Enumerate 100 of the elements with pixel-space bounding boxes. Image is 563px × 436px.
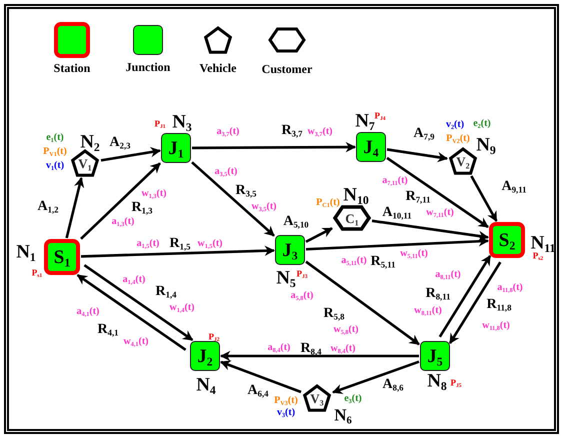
flow-label: w$_{4,1}$(t) <box>124 337 148 347</box>
customer-hexagon <box>333 205 371 231</box>
flow-label: a$_{11,8}$(t) <box>497 283 523 293</box>
node-name: N$_{7}$ <box>355 112 375 130</box>
node-annotation: P$_{C1}$(t) <box>316 198 340 208</box>
arrow <box>76 274 186 351</box>
flow-label: a$_{4,1}$(t) <box>76 307 100 317</box>
edge-label: A$_{10,11}$ <box>382 206 412 220</box>
arrow <box>332 360 420 394</box>
node-name: N$_{10}$ <box>343 186 369 204</box>
node-name: N$_{1}$ <box>16 242 36 262</box>
edge-label: R$_{5,8}$ <box>324 307 344 321</box>
flow-label: w$_{5,11}$(t) <box>400 249 428 259</box>
edge-label: R$_{1,4}$ <box>156 285 176 299</box>
legend-label: Vehicle <box>200 62 236 74</box>
arrow <box>438 254 492 338</box>
flow-label: a$_{7,11}$(t) <box>382 176 408 186</box>
flow-label: a$_{3,7}$(t) <box>216 127 240 137</box>
edge-label: R$_{1,5}$ <box>170 237 190 251</box>
legend-label: Customer <box>262 63 312 75</box>
arrow <box>220 360 302 394</box>
node-label: V$_{1}$ <box>78 156 92 170</box>
flow-label: a$_{3,5}$(t) <box>214 167 238 177</box>
edge-label: A$_{8,6}$ <box>382 378 404 392</box>
node-name: N$_{5}$ <box>276 268 296 288</box>
arrow <box>372 220 490 242</box>
node-annotation: P$_{s1}$ <box>32 268 42 278</box>
flow-label: a$_{8,4}$(t) <box>268 343 290 353</box>
node-annotation: P$_{V2}$(t) <box>446 134 470 144</box>
edge-label: A$_{6,4}$ <box>248 384 268 398</box>
vehicle-pentagon <box>302 384 332 412</box>
flow-label: w$_{8,11}$(t) <box>414 306 442 316</box>
node-annotation: e$_{2}$(t) <box>473 119 491 129</box>
node-annotation: P$_{V1}$(t) <box>43 147 67 157</box>
arrow <box>191 161 275 237</box>
flow-label: w$_{8,4}$(t) <box>330 344 356 354</box>
node-label: C$_{1}$ <box>345 212 359 224</box>
node-label: J$_{1}$ <box>168 138 184 158</box>
flow-label: w$_{1,5}$(t) <box>198 239 222 249</box>
node-name: N$_{4}$ <box>196 376 216 394</box>
flow-label: a$_{1,3}$(t) <box>112 217 134 227</box>
node-name: N$_{3}$ <box>172 112 192 132</box>
node-annotation: v$_{1}$(t) <box>46 161 64 171</box>
flow-label: w$_{11,8}$(t) <box>482 321 510 331</box>
flow-label: w$_{5,8}$(t) <box>334 325 358 335</box>
edge-label: R$_{11,8}$ <box>486 298 512 312</box>
flow-label: w$_{7,11}$(t) <box>426 208 454 218</box>
flow-label: a$_{8,11}$(t) <box>435 270 461 280</box>
flow-label: w$_{3,5}$(t) <box>252 202 276 212</box>
edge-label: R$_{7,11}$ <box>406 190 430 204</box>
arrow <box>448 261 502 344</box>
node-name: N$_{8}$ <box>427 372 447 390</box>
arrow <box>84 264 194 342</box>
node-label: J$_{2}$ <box>197 346 213 366</box>
station-box <box>44 239 80 275</box>
edge-label: R$_{3,7}$ <box>282 124 302 138</box>
node-name: N$_{9}$ <box>476 136 496 154</box>
node-annotation: e$_{1}$(t) <box>46 133 64 143</box>
node-annotation: P$_{J5}$ <box>450 378 462 388</box>
flow-label: w$_{1,3}$(t) <box>142 189 166 199</box>
arrow <box>305 227 333 243</box>
arrow <box>80 162 161 240</box>
edge-label: R$_{8,4}$ <box>300 342 322 356</box>
junction-box <box>190 341 220 371</box>
station-box <box>489 222 525 258</box>
node-annotation: v$_{3}$(t) <box>276 408 296 418</box>
legend-label: Junction <box>126 61 170 73</box>
edge-label: R$_{1,3}$ <box>132 201 152 215</box>
junction-box <box>275 235 305 265</box>
edge-label: A$_{2,3}$ <box>110 136 130 150</box>
node-label: S$_{2}$ <box>498 230 516 250</box>
legend-label: Station <box>54 62 90 74</box>
edge-label: R$_{3,5}$ <box>236 184 256 198</box>
arrow <box>470 175 498 222</box>
arrow <box>386 156 489 228</box>
node-annotation: P$_{J1}$ <box>154 120 166 128</box>
vehicle-pentagon <box>448 147 478 175</box>
node-name: N$_{11}$ <box>530 234 556 252</box>
node-annotation: e$_{3}$(t) <box>344 394 362 404</box>
edge-label: R$_{5,11}$ <box>370 255 396 269</box>
junction-box <box>420 341 450 371</box>
vehicle-pentagon <box>70 149 100 177</box>
edge-label: A$_{7,9}$ <box>414 127 434 141</box>
node-annotation: v$_{2}$(t) <box>446 120 464 130</box>
arrow <box>80 246 276 258</box>
node-label: J$_{4}$ <box>363 138 379 156</box>
flow-label: a$_{1,5}$(t) <box>136 239 160 249</box>
arrow <box>386 148 448 162</box>
node-annotation: P$_{s2}$ <box>532 252 544 260</box>
arrow <box>65 177 84 238</box>
node-label: J$_{3}$ <box>282 240 298 260</box>
node-label: V$_{2}$ <box>456 154 470 168</box>
edge-label: R$_{4,1}$ <box>98 323 118 337</box>
arrow <box>100 147 162 162</box>
edge-label: A$_{1,2}$ <box>38 200 58 214</box>
node-name: N$_{6}$ <box>334 406 352 424</box>
arrow <box>192 142 356 152</box>
node-annotation: P$_{J4}$ <box>374 112 386 120</box>
node-annotation: P$_{J3}$ <box>296 270 308 278</box>
flow-label: w$_{1,4}$(t) <box>170 303 194 313</box>
